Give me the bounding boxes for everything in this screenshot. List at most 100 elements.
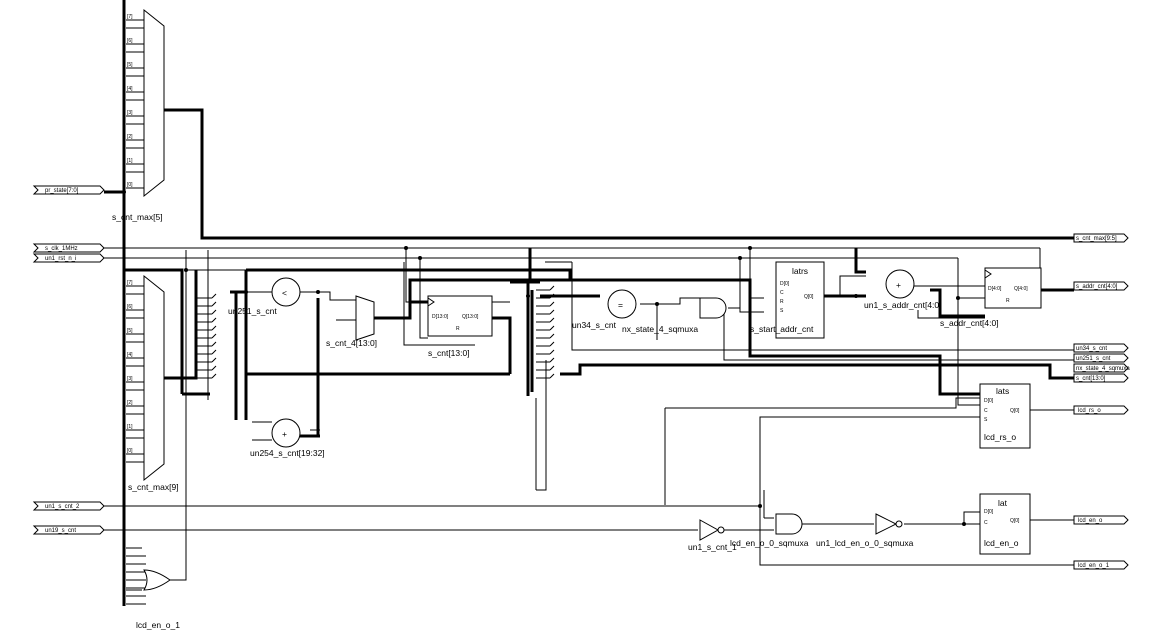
output-s-addr-cnt: s_addr_cnt[4:0] (1073, 281, 1129, 291)
adder-un1-label: un1_s_addr_cnt[4:0] (864, 300, 942, 310)
bus-ripper-middle (530, 285, 555, 392)
svg-text:[1]: [1] (127, 424, 133, 430)
svg-text:[4]: [4] (127, 86, 133, 92)
input-un19-s-cnt: un19_s_cnt (32, 525, 105, 535)
svg-text:[3]: [3] (127, 110, 133, 116)
svg-text:R: R (780, 299, 784, 305)
input-s-clk-label: s_clk_1MHz (45, 246, 78, 252)
svg-text:[7]: [7] (127, 280, 133, 286)
svg-text:[5]: [5] (127, 328, 133, 334)
plus-symbol-un1: + (896, 280, 901, 290)
input-un1-s-cnt-2: un1_s_cnt_2 (32, 501, 105, 511)
latch-s-start-addr-cnt: latrs D[0] C R S Q[0] s_start_addr_cnt (750, 261, 825, 339)
svg-text:R: R (1006, 298, 1010, 304)
output-un34-s-cnt: un34_s_cnt (1073, 343, 1129, 353)
output-nx-state-label: nx_state_4_sqmuxa (1076, 366, 1130, 372)
plus-symbol-un254: + (282, 429, 287, 439)
mux-s-cnt-max-5-label: s_cnt_max[5] (112, 212, 163, 222)
mux-s-cnt-4-label: s_cnt_4[13:0] (326, 338, 377, 348)
svg-text:[7]: [7] (127, 14, 133, 20)
adder-un254-s-cnt: + un254_s_cnt[19:32] (250, 418, 325, 458)
svg-text:[4]: [4] (127, 352, 133, 358)
output-lcd-rs-label: lcd_rs_o (1078, 408, 1101, 414)
inverter-un1-s-cnt-1-label: un1_s_cnt_1 (688, 542, 737, 552)
output-un251-label: un251_s_cnt (1076, 356, 1111, 362)
adder-un254-label: un254_s_cnt[19:32] (250, 448, 325, 458)
input-pr-state: pr_state[7:0] (32, 185, 105, 195)
output-lcd-en-label: lcd_en_o (1078, 518, 1103, 524)
input-ports: pr_state[7:0] s_clk_1MHz un1_rst_n_i un1… (32, 185, 105, 535)
register-s-addr-cnt-label: s_addr_cnt[4:0] (940, 318, 999, 328)
and-lcd-en-o-0-sqmuxa: lcd_en_o_0_sqmuxa (730, 513, 809, 548)
svg-text:[0]: [0] (127, 448, 133, 454)
output-lcd-en-1: lcd_en_o_1 (1073, 560, 1129, 570)
svg-text:[5]: [5] (127, 62, 133, 68)
register-s-cnt: D[13:0] Q[13:0] R s_cnt[13:0] (427, 295, 493, 358)
inverter-un1-s-cnt-1: un1_s_cnt_1 (688, 519, 737, 552)
svg-text:Q[0]: Q[0] (1010, 518, 1020, 524)
output-s-cnt: s_cnt[13:0] (1073, 373, 1129, 383)
svg-text:D[0]: D[0] (984, 398, 994, 404)
svg-text:Q[13:0]: Q[13:0] (462, 314, 479, 320)
output-un34-label: un34_s_cnt (1076, 346, 1107, 352)
adder-un1-s-addr-cnt: + un1_s_addr_cnt[4:0] (864, 269, 942, 310)
svg-text:C: C (984, 408, 988, 414)
svg-text:[2]: [2] (127, 134, 133, 140)
output-ports: s_cnt_max[9:5] s_addr_cnt[4:0] un34_s_cn… (1073, 233, 1130, 570)
junction-dots (122, 190, 966, 526)
output-lcd-rs: lcd_rs_o (1073, 405, 1129, 415)
svg-text:C: C (780, 290, 784, 296)
output-un251-s-cnt: un251_s_cnt (1073, 353, 1129, 363)
input-un1-s-cnt-2-label: un1_s_cnt_2 (45, 504, 80, 510)
output-lcd-en: lcd_en_o (1073, 515, 1129, 525)
equality-un34-label: un34_s_cnt (572, 320, 617, 330)
svg-text:S: S (780, 308, 784, 314)
input-pr-state-label: pr_state[7:0] (45, 188, 79, 194)
or-lcd-en-o-1-label: lcd_en_o_1 (136, 620, 180, 630)
latrs-type-label: latrs (792, 266, 808, 276)
less-than-symbol: < (282, 288, 287, 298)
svg-text:Q[4:0]: Q[4:0] (1014, 286, 1028, 292)
svg-text:[1]: [1] (127, 158, 133, 164)
latch-lcd-rs-o: lats D[0] C S Q[0] lcd_rs_o (979, 383, 1031, 449)
lat-type-label: lat (998, 498, 1008, 508)
mux-s-cnt-max-5: [7] [6] [5] [4] [3] [2] [1] [0] s_cnt_max[5] (112, 8, 165, 222)
svg-text:D[13:0]: D[13:0] (432, 314, 449, 320)
svg-text:D[0]: D[0] (780, 281, 790, 287)
lats-type-label: lats (996, 386, 1009, 396)
equality-un34-s-cnt: = un34_s_cnt (572, 289, 637, 330)
and-nx-state-label: nx_state_4_sqmuxa (622, 324, 698, 334)
and-lcd-en-label: lcd_en_o_0_sqmuxa (730, 538, 809, 548)
latch-lcd-rs-o-label: lcd_rs_o (984, 432, 1016, 442)
svg-text:[0]: [0] (127, 182, 133, 188)
inverter-un1-lcd-en-label: un1_lcd_en_o_0_sqmuxa (816, 538, 914, 548)
comparator-un251-label: un251_s_cnt (228, 306, 277, 316)
output-s-cnt-max-label: s_cnt_max[9:5] (1076, 236, 1117, 242)
comparator-un251-s-cnt: < un251_s_cnt (228, 277, 301, 316)
svg-text:S: S (984, 417, 988, 423)
mux-s-cnt-4: s_cnt_4[13:0] (326, 295, 377, 348)
bus-ripper-left (196, 293, 217, 379)
input-un1-rst-n-label: un1_rst_n_i (45, 256, 76, 262)
output-s-cnt-label: s_cnt[13:0] (1076, 376, 1106, 382)
svg-text:D[4:0]: D[4:0] (988, 286, 1002, 292)
mux-s-cnt-max-9: [7][6][5] [4][3][2] [1][0] s_cnt_max[9] (126, 274, 179, 492)
output-lcd-en-1-label: lcd_en_o_1 (1078, 563, 1110, 569)
and-nx-state-4-sqmuxa: nx_state_4_sqmuxa (622, 297, 727, 334)
output-nx-state: nx_state_4_sqmuxa (1073, 363, 1130, 373)
or-lcd-en-o-1: lcd_en_o_1 (126, 555, 180, 630)
output-s-cnt-max: s_cnt_max[9:5] (1073, 233, 1129, 243)
input-un1-rst-n: un1_rst_n_i (32, 253, 105, 263)
input-un19-s-cnt-label: un19_s_cnt (45, 528, 76, 534)
svg-text:Q[0]: Q[0] (1010, 408, 1020, 414)
inverter-un1-lcd-en-o: un1_lcd_en_o_0_sqmuxa (816, 513, 914, 548)
mux-s-cnt-max-9-label: s_cnt_max[9] (128, 482, 179, 492)
register-s-addr-cnt: D[4:0] Q[4:0] R s_addr_cnt[4:0] (940, 267, 1042, 328)
latch-lcd-en-o-label: lcd_en_o (984, 538, 1019, 548)
svg-text:C: C (984, 520, 988, 526)
svg-text:[6]: [6] (127, 38, 133, 44)
svg-text:R: R (456, 326, 460, 332)
latch-s-start-addr-cnt-label: s_start_addr_cnt (750, 324, 814, 334)
latch-lcd-en-o: lat D[0] C Q[0] lcd_en_o (979, 493, 1031, 555)
